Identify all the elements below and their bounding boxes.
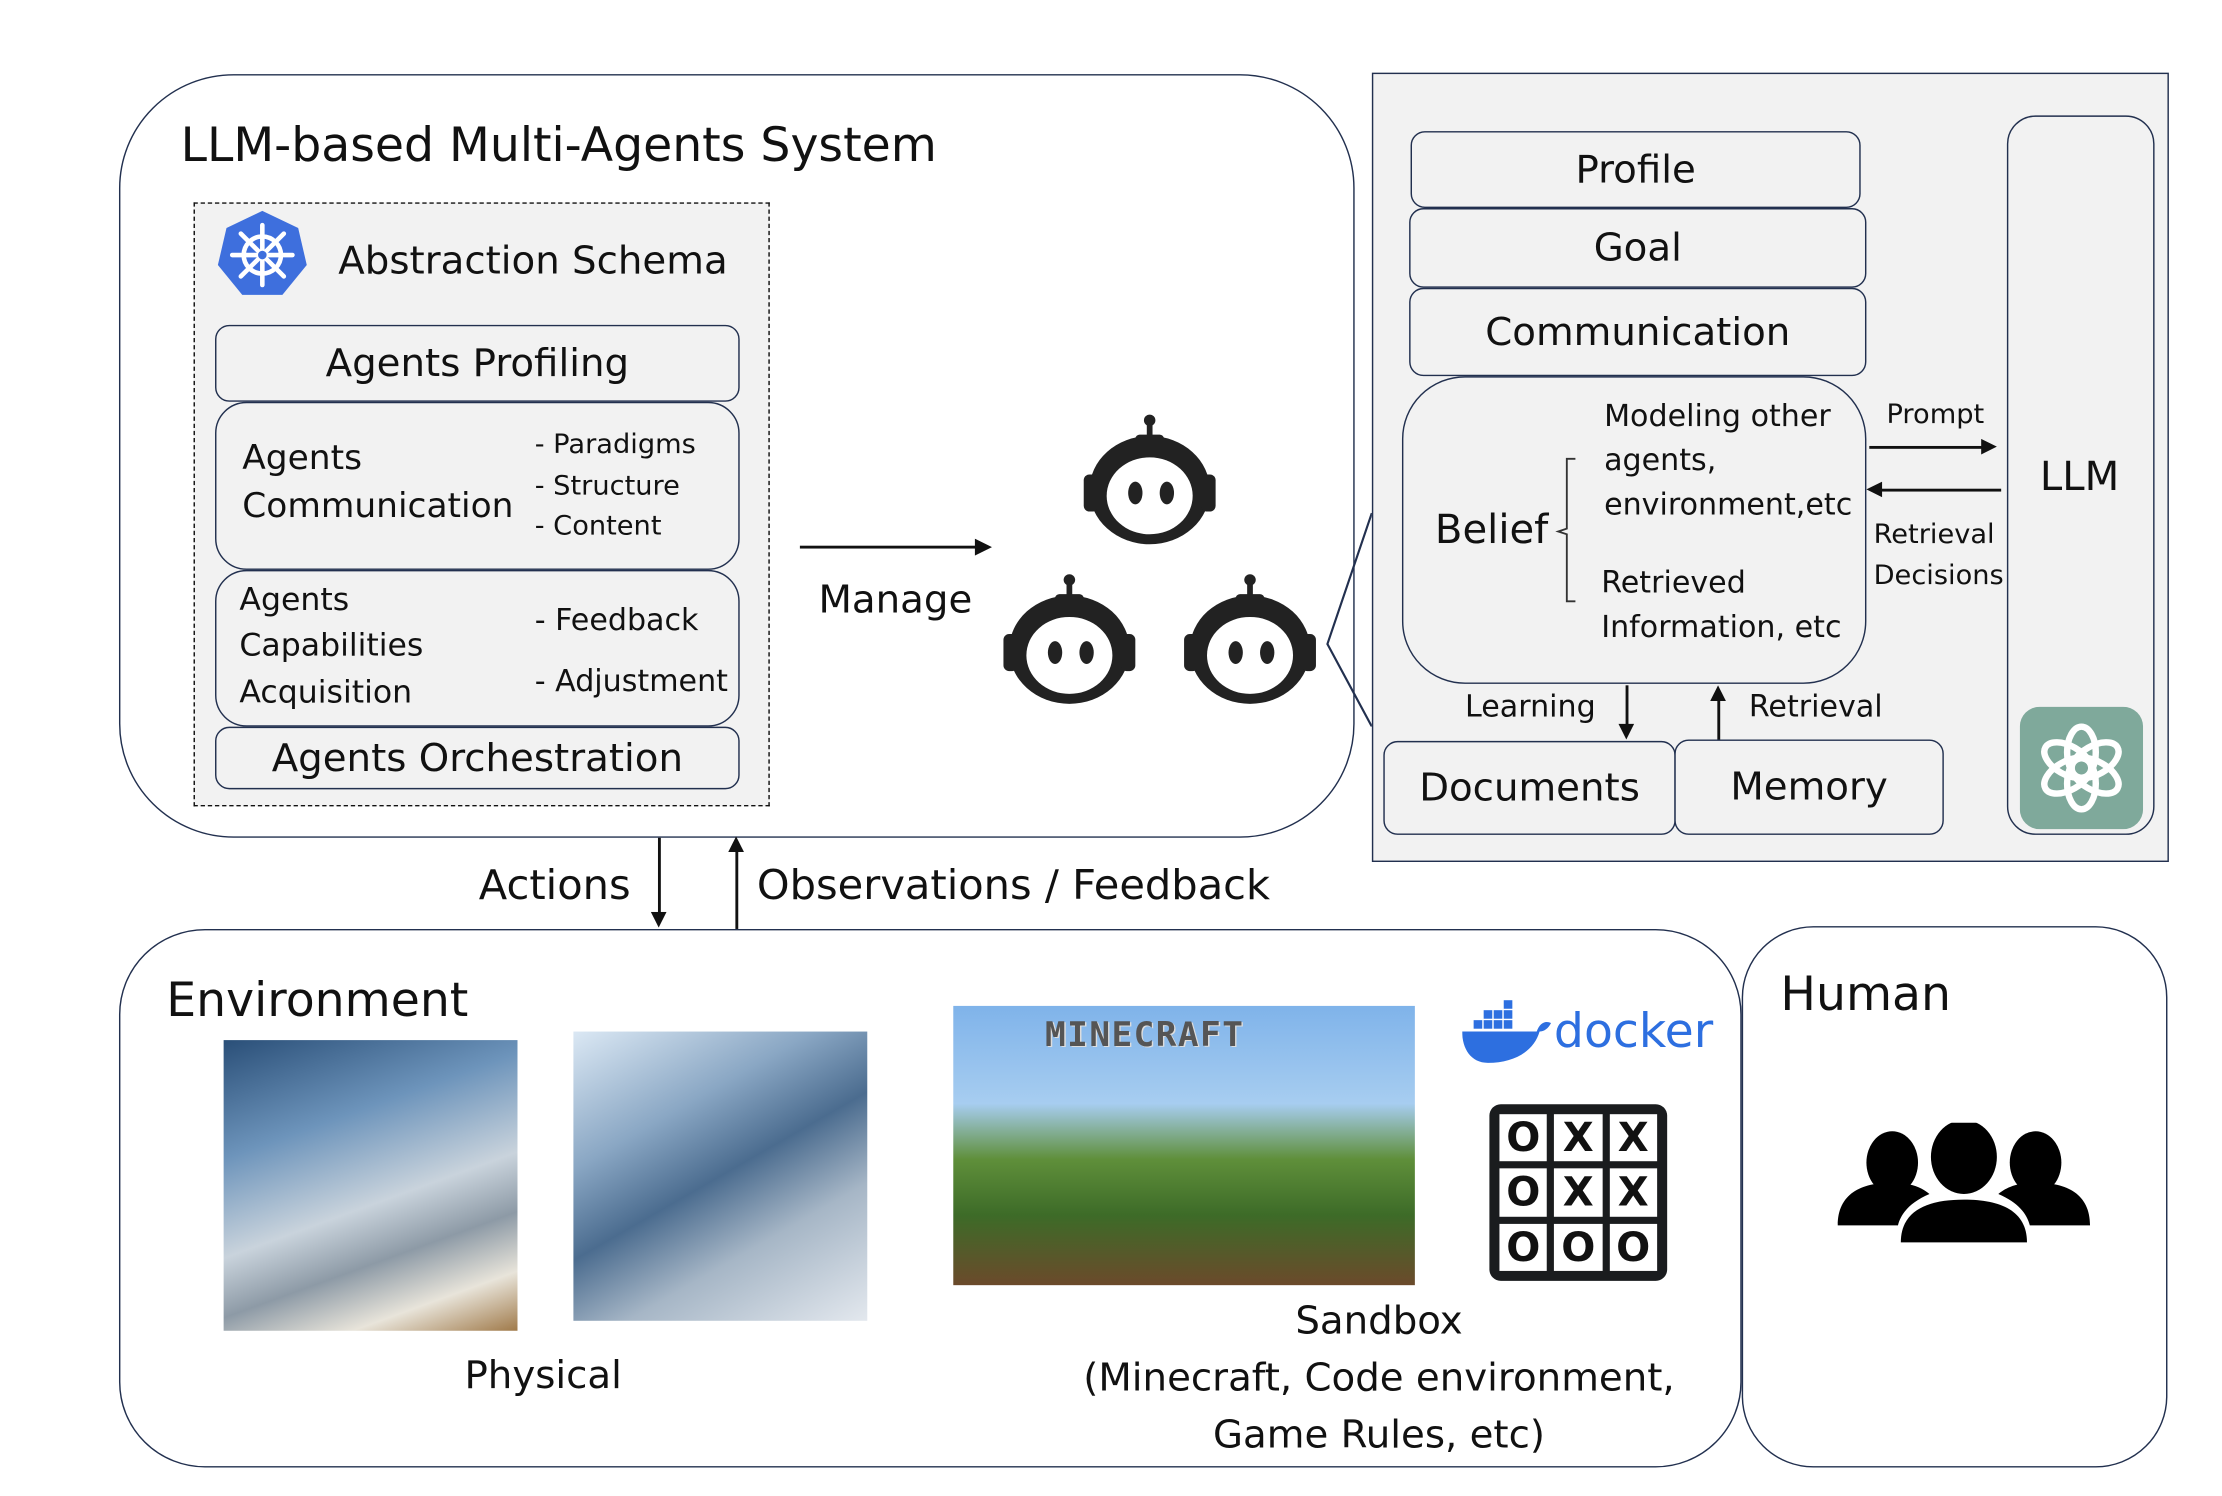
agents-communication-title-1: Agents — [242, 437, 363, 478]
belief-modeling-line: Modeling other — [1604, 398, 1831, 434]
memory-box[interactable]: Memory — [1674, 739, 1944, 835]
llm-label: LLM — [2039, 453, 2120, 501]
arrowhead-icon — [1866, 481, 1883, 498]
docker-label: docker — [1553, 1003, 1714, 1059]
retrieval-decisions-line: Decisions — [1873, 559, 2004, 592]
decisions-arrow — [1880, 488, 2002, 491]
agents-profiling-label: Agents Profiling — [325, 341, 630, 386]
arrowhead-icon — [1981, 438, 1997, 455]
communication-item: - Structure — [534, 470, 680, 502]
llm-box[interactable]: LLM — [2006, 115, 2155, 835]
capabilities-title-2: Capabilities — [239, 628, 424, 664]
arrowhead-icon — [974, 538, 992, 556]
retrieval-decisions-line: Retrieval — [1873, 518, 1995, 550]
belief-label: Belief — [1434, 505, 1549, 553]
capabilities-title-1: Agents — [239, 582, 350, 619]
learning-arrow — [1625, 685, 1628, 729]
physical-label: Physical — [464, 1353, 622, 1398]
arrowhead-icon — [728, 836, 744, 853]
belief-retrieved-line: Information, etc — [1601, 609, 1842, 645]
prompt-label: Prompt — [1886, 398, 1985, 431]
actions-arrow — [657, 837, 661, 915]
agents-orchestration-box[interactable]: Agents Orchestration — [215, 726, 740, 790]
agents-capabilities-box[interactable]: Agents Capabilities Acquisition - Feedba… — [215, 569, 740, 727]
robot-icon[interactable] — [1078, 410, 1221, 547]
memory-label: Memory — [1730, 765, 1888, 810]
profile-box[interactable]: Profile — [1410, 131, 1861, 209]
capabilities-item: - Feedback — [534, 602, 699, 637]
agents-communication-box[interactable]: Agents Communication - Paradigms - Struc… — [215, 401, 740, 570]
humanoid-robot-kitchen-image — [223, 1040, 518, 1331]
sandbox-line: (Minecraft, Code environment, — [1083, 1356, 1675, 1401]
tictactoe-cell: O — [1554, 1223, 1603, 1271]
agents-profiling-box[interactable]: Agents Profiling — [215, 324, 740, 402]
robot-icon[interactable] — [998, 570, 1141, 707]
tictactoe-cell: X — [1609, 1168, 1658, 1217]
tictactoe-cell: X — [1554, 1114, 1603, 1162]
documents-box[interactable]: Documents — [1383, 740, 1676, 835]
arrowhead-icon — [1710, 685, 1726, 702]
sandbox-caption: Sandbox (Minecraft, Code environment, Ga… — [1032, 1294, 1726, 1465]
actions-label: Actions — [478, 860, 631, 910]
agents-communication-title-2: Communication — [242, 485, 514, 526]
brace-icon — [1555, 457, 1576, 603]
communication-box[interactable]: Communication — [1409, 287, 1867, 377]
learning-label: Learning — [1465, 689, 1596, 724]
manage-arrow — [799, 545, 978, 548]
human-title: Human — [1780, 966, 1952, 1022]
tictactoe-board: O X X O X X O O O — [1489, 1104, 1668, 1281]
capabilities-title-3: Acquisition — [239, 675, 413, 711]
belief-box[interactable]: Belief Modeling other agents, environmen… — [1401, 376, 1867, 684]
arrowhead-icon — [1618, 723, 1635, 740]
minecraft-logo: MINECRAFT — [1045, 1014, 1245, 1055]
sandbox-line: Sandbox — [1295, 1299, 1463, 1344]
documents-label: Documents — [1419, 765, 1640, 810]
tictactoe-cell: O — [1499, 1223, 1548, 1271]
retrieval-arrow — [1717, 698, 1720, 741]
belief-retrieved-line: Retrieved — [1601, 565, 1746, 600]
robotic-arm-lab-image — [573, 1031, 868, 1321]
communication-item: - Paradigms — [534, 428, 696, 461]
observations-label: Observations / Feedback — [756, 860, 1271, 910]
mas-title: LLM-based Multi-Agents System — [180, 116, 937, 173]
belief-modeling-line: environment,etc — [1604, 487, 1853, 522]
profile-label: Profile — [1575, 147, 1696, 192]
retrieval-label: Retrieval — [1748, 689, 1883, 724]
callout-lines — [1326, 512, 1373, 727]
communication-label: Communication — [1485, 309, 1791, 355]
communication-item: - Content — [534, 510, 662, 542]
kubernetes-helm-icon — [217, 210, 307, 295]
tictactoe-cell: X — [1554, 1168, 1603, 1217]
tictactoe-cell: O — [1499, 1168, 1548, 1217]
tictactoe-cell: X — [1609, 1114, 1658, 1162]
minecraft-image: MINECRAFT — [953, 1005, 1415, 1286]
people-group-icon — [1837, 1122, 2091, 1243]
environment-title: Environment — [166, 971, 469, 1028]
arrowhead-icon — [650, 911, 667, 928]
observations-arrow — [735, 849, 738, 929]
goal-box[interactable]: Goal — [1409, 208, 1867, 288]
capabilities-item: - Adjustment — [534, 663, 728, 699]
belief-modeling-line: agents, — [1604, 443, 1717, 478]
robot-icon[interactable] — [1178, 570, 1321, 707]
tictactoe-cell: O — [1499, 1114, 1548, 1162]
tictactoe-cell: O — [1609, 1223, 1658, 1271]
manage-label: Manage — [818, 578, 973, 623]
docker-whale-icon — [1462, 1000, 1552, 1063]
goal-label: Goal — [1593, 225, 1682, 270]
abstraction-schema-title: Abstraction Schema — [338, 239, 728, 284]
agents-orchestration-label: Agents Orchestration — [271, 735, 683, 781]
sandbox-line: Game Rules, etc) — [1213, 1413, 1545, 1458]
human-container — [1741, 926, 2168, 1468]
prompt-arrow — [1869, 445, 1984, 449]
openai-icon — [2019, 706, 2144, 830]
